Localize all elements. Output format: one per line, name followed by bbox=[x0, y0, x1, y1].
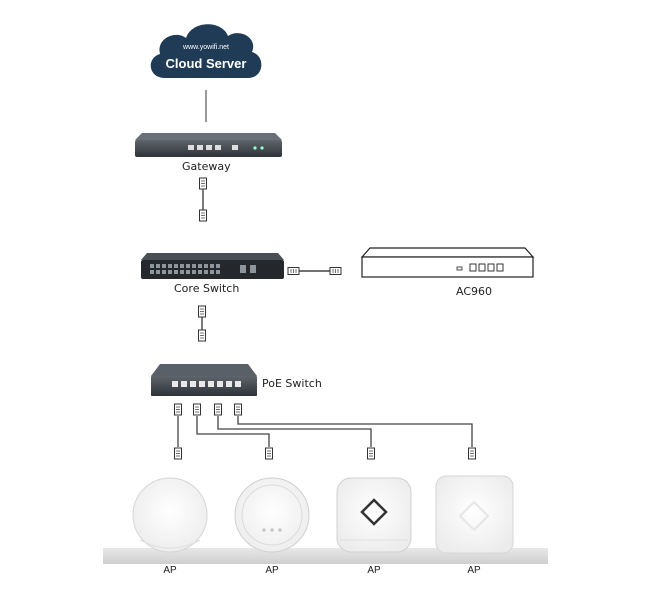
core-to-poe-cable bbox=[198, 305, 206, 342]
access-point-2 bbox=[234, 477, 310, 553]
ac960-controller-device bbox=[360, 247, 535, 278]
ap-label-3: AP bbox=[367, 565, 381, 576]
poe-switch-label: PoE Switch bbox=[262, 377, 322, 390]
access-point-4 bbox=[435, 475, 514, 554]
ap-label-2: AP bbox=[265, 565, 279, 576]
core-switch-label: Core Switch bbox=[174, 282, 240, 295]
cloud-server-icon bbox=[150, 24, 262, 78]
poe-port-connectors bbox=[174, 403, 242, 416]
gateway-to-core-cable bbox=[199, 177, 207, 222]
cloud-url-label: www.yowifi.net bbox=[183, 44, 229, 51]
core-switch-device bbox=[141, 253, 284, 279]
gateway-label: Gateway bbox=[182, 160, 231, 173]
ap-connectors bbox=[174, 447, 476, 460]
poe-switch-device bbox=[151, 364, 257, 396]
core-to-controller-cable bbox=[287, 267, 342, 275]
access-point-1 bbox=[132, 477, 208, 553]
ap-label-4: AP bbox=[467, 565, 481, 576]
ac960-label: AC960 bbox=[456, 285, 493, 298]
ap-shelf bbox=[103, 548, 548, 564]
access-point-3 bbox=[336, 477, 412, 553]
poe-to-ap-cables bbox=[177, 416, 473, 447]
ap-label-1: AP bbox=[163, 565, 177, 576]
cloud-server-label: Cloud Server bbox=[165, 56, 247, 71]
gateway-device bbox=[135, 133, 282, 157]
